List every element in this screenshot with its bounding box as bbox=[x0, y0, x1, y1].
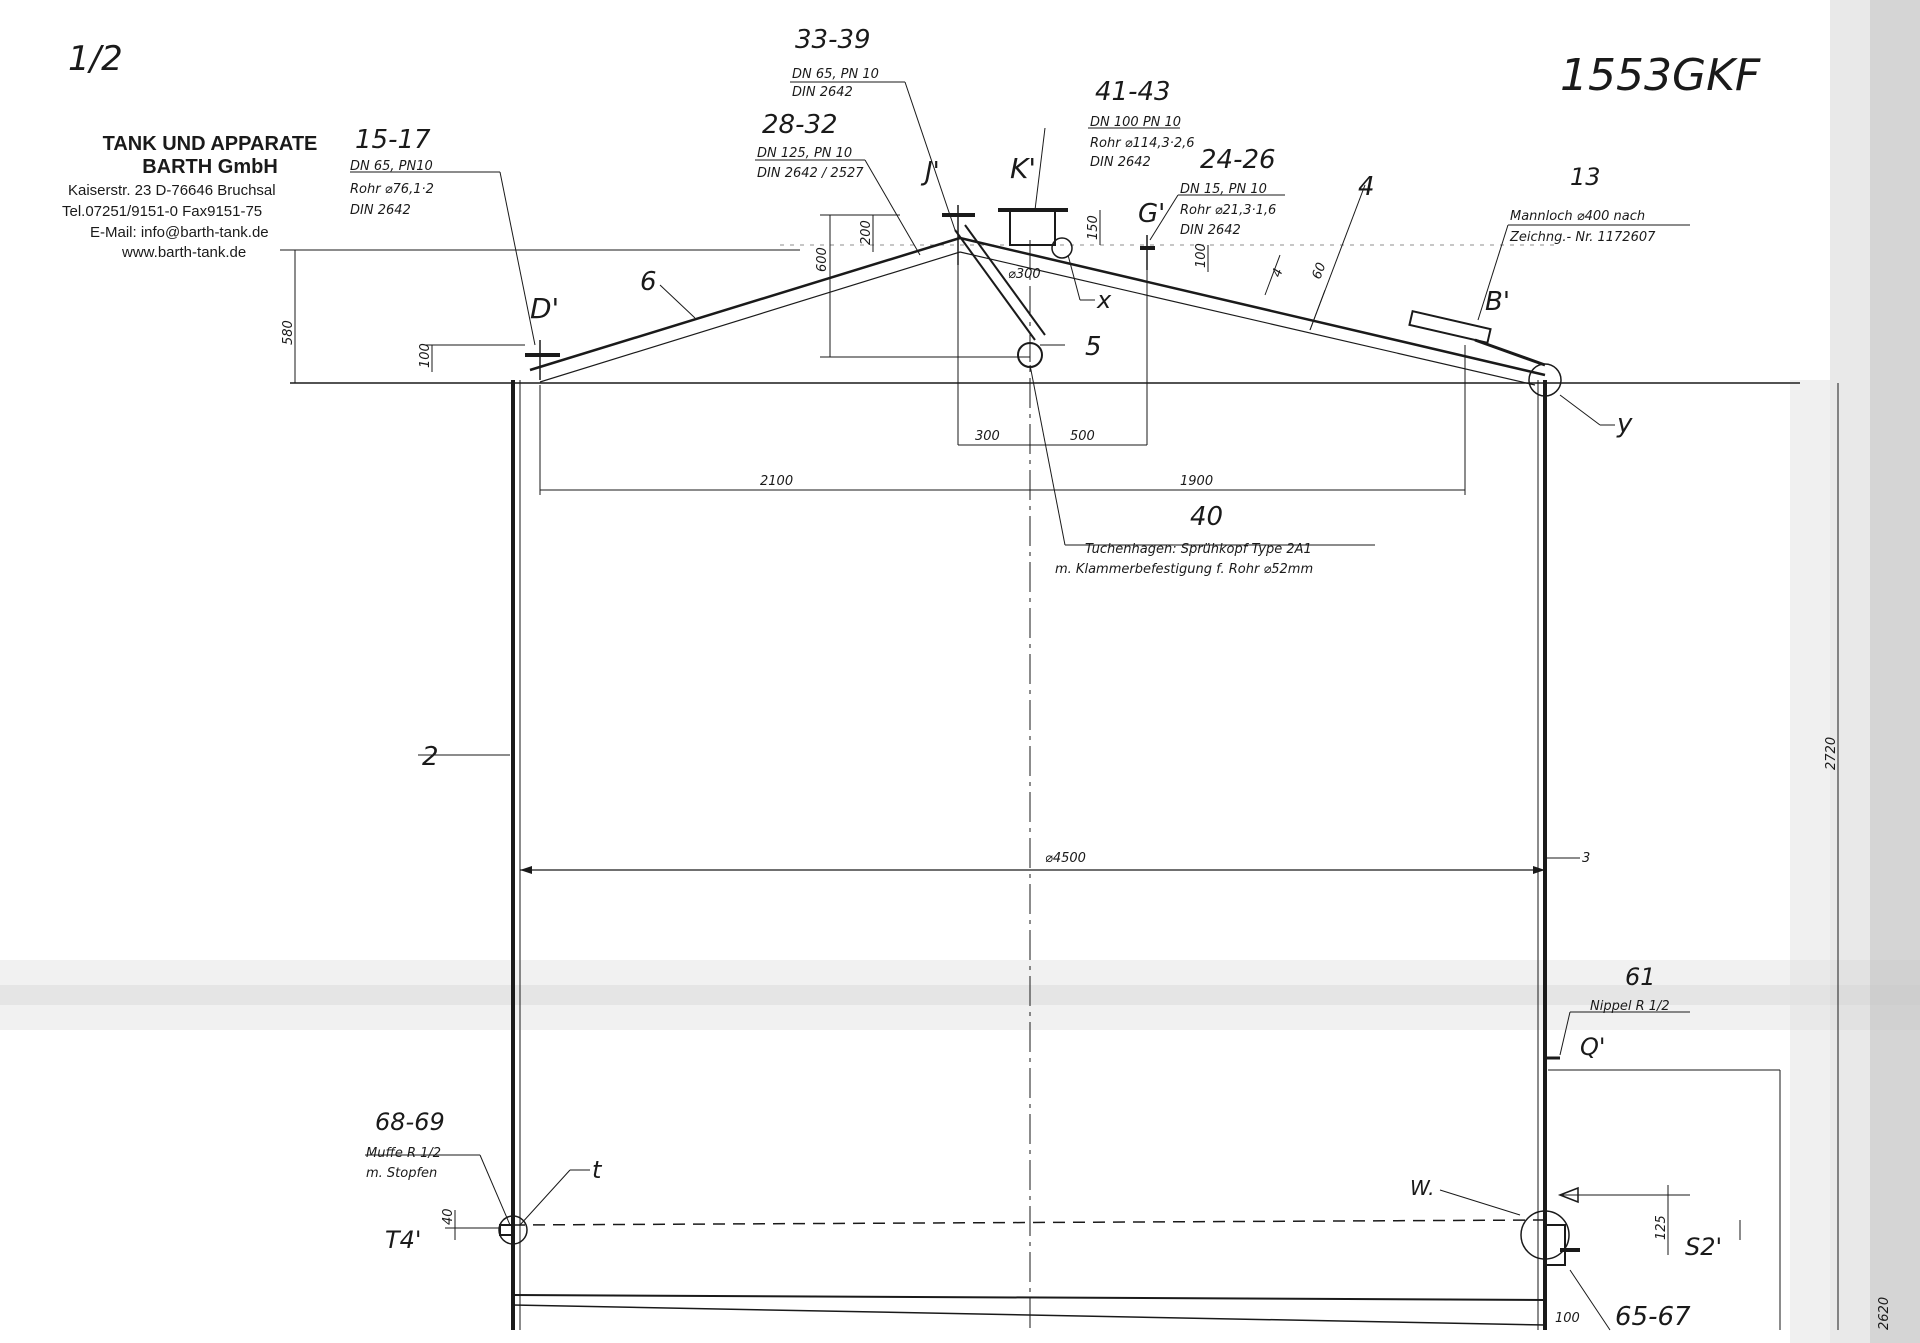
callout-68-69-line2: m. Stopfen bbox=[366, 1166, 437, 1181]
company-web: www.barth-tank.de bbox=[121, 244, 246, 261]
dim-125: 125 bbox=[1654, 1215, 1669, 1240]
callout-40-number: 40 bbox=[1190, 502, 1223, 532]
dim-100-left: 100 bbox=[418, 343, 433, 368]
roof-ticks bbox=[1264, 254, 1326, 331]
marker-T4: T4' bbox=[385, 1226, 422, 1254]
marker-Q: Q' bbox=[1580, 1033, 1606, 1061]
marker-J: J' bbox=[920, 157, 940, 187]
dim-1900: 1900 bbox=[1180, 474, 1213, 489]
part-5: 5 bbox=[1085, 332, 1102, 362]
part-3: 3 bbox=[1582, 851, 1590, 866]
dim-100-g: 100 bbox=[1194, 243, 1209, 268]
drawing-number: 1553GKF bbox=[1560, 50, 1761, 101]
callout-24-26-line3: DIN 2642 bbox=[1180, 223, 1241, 238]
callout-13: 13 Mannloch ⌀400 nach Zeichng.- Nr. 1172… bbox=[1509, 163, 1656, 245]
dim-300: 300 bbox=[975, 429, 1000, 444]
letter-markers: J' K' G' D' B' Q' T4' S2' x y t W. bbox=[385, 152, 1722, 1261]
marker-t: t bbox=[592, 1156, 603, 1184]
callout-40-line1: Tuchenhagen: Sprühkopf Type 2A1 bbox=[1085, 542, 1312, 557]
company-phone: Tel.07251/9151-0 Fax9151-75 bbox=[62, 203, 262, 220]
callout-61-number: 61 bbox=[1625, 963, 1656, 991]
marker-G: G' bbox=[1138, 199, 1165, 229]
dim-2720: 2720 bbox=[1824, 737, 1839, 770]
marker-y: y bbox=[1616, 409, 1633, 439]
callout-13-line2: Zeichng.- Nr. 1172607 bbox=[1509, 230, 1656, 245]
dim-580: 580 bbox=[281, 320, 296, 345]
callout-40: 40 Tuchenhagen: Sprühkopf Type 2A1 m. Kl… bbox=[1055, 502, 1313, 577]
company-name-line1: TANK UND APPARATE bbox=[103, 133, 318, 155]
marker-K: K' bbox=[1010, 152, 1036, 185]
callout-24-26-number: 24-26 bbox=[1200, 145, 1276, 175]
dim-60: 60 bbox=[1310, 261, 1330, 282]
part-6: 6 bbox=[640, 267, 657, 297]
dim-500: 500 bbox=[1070, 429, 1095, 444]
tank-body bbox=[290, 240, 1800, 1330]
dim-300-dia: ⌀300 bbox=[1008, 267, 1041, 282]
marker-D: D' bbox=[530, 292, 559, 325]
callout-33-39-line2: DIN 2642 bbox=[792, 85, 853, 100]
dim-40: 40 bbox=[441, 1208, 456, 1225]
company-name-line2: BARTH GmbH bbox=[142, 156, 278, 178]
dimension-lines bbox=[280, 210, 1839, 1330]
callout-68-69: 68-69 Muffe R 1/2 m. Stopfen bbox=[366, 1108, 445, 1181]
dim-150: 150 bbox=[1086, 215, 1101, 240]
dimension-labels: 580 600 200 150 100 100 ⌀300 300 500 210… bbox=[281, 215, 1892, 1330]
callout-13-line1: Mannloch ⌀400 nach bbox=[1510, 209, 1645, 224]
callout-15-17: 15-17 DN 65, PN10 Rohr ⌀76,1·2 DIN 2642 bbox=[350, 125, 434, 218]
lower-nozzles bbox=[498, 1056, 1781, 1330]
dim-100-bottom: 100 bbox=[1555, 1311, 1580, 1326]
part-numbers: 2 3 4 5 6 bbox=[422, 172, 1590, 866]
callout-13-number: 13 bbox=[1570, 163, 1601, 191]
callout-41-43-number: 41-43 bbox=[1095, 77, 1171, 107]
page-mark: 1/2 bbox=[68, 39, 123, 79]
company-address: Kaiserstr. 23 D-76646 Bruchsal bbox=[68, 182, 276, 199]
callout-41-43: 41-43 DN 100 PN 10 Rohr ⌀114,3·2,6 DIN 2… bbox=[1090, 77, 1195, 170]
marker-S2: S2' bbox=[1685, 1233, 1722, 1261]
dim-200: 200 bbox=[859, 220, 874, 245]
callout-15-17-line1: DN 65, PN10 bbox=[350, 159, 433, 174]
part-2: 2 bbox=[422, 742, 439, 772]
callout-15-17-line3: DIN 2642 bbox=[350, 203, 411, 218]
dim-2100: 2100 bbox=[760, 474, 793, 489]
marker-x: x bbox=[1096, 286, 1112, 314]
callout-40-line2: m. Klammerbefestigung f. Rohr ⌀52mm bbox=[1055, 562, 1313, 577]
callout-65-67-number: 65-67 bbox=[1615, 1302, 1691, 1332]
dim-4500: ⌀4500 bbox=[1045, 851, 1086, 866]
company-email: E-Mail: info@barth-tank.de bbox=[90, 224, 269, 241]
callout-15-17-number: 15-17 bbox=[355, 125, 431, 155]
callout-41-43-line1: DN 100 PN 10 bbox=[1090, 115, 1181, 130]
callout-28-32-line2: DIN 2642 / 2527 bbox=[757, 166, 864, 181]
company-block: TANK UND APPARATE BARTH GmbH Kaiserstr. … bbox=[62, 133, 317, 261]
marker-w: W. bbox=[1410, 1176, 1435, 1200]
callout-68-69-line1: Muffe R 1/2 bbox=[366, 1146, 441, 1161]
marker-B: B' bbox=[1485, 287, 1510, 317]
callout-28-32: 28-32 DN 125, PN 10 DIN 2642 / 2527 bbox=[757, 110, 864, 181]
callout-61: 61 Nippel R 1/2 bbox=[1590, 963, 1670, 1014]
callout-33-39-line1: DN 65, PN 10 bbox=[792, 67, 879, 82]
callout-28-32-number: 28-32 bbox=[762, 110, 838, 140]
tank-roof bbox=[525, 205, 1562, 397]
dim-4: 4 bbox=[1270, 266, 1287, 279]
callout-28-32-line1: DN 125, PN 10 bbox=[757, 146, 852, 161]
dim-600: 600 bbox=[815, 247, 830, 272]
callout-41-43-line3: DIN 2642 bbox=[1090, 155, 1151, 170]
callout-24-26-line1: DN 15, PN 10 bbox=[1180, 182, 1267, 197]
callout-24-26-line2: Rohr ⌀21,3·1,6 bbox=[1180, 203, 1276, 218]
callout-24-26: 24-26 DN 15, PN 10 Rohr ⌀21,3·1,6 DIN 26… bbox=[1180, 145, 1276, 238]
dim-2620: 2620 bbox=[1877, 1297, 1892, 1330]
callout-41-43-line2: Rohr ⌀114,3·2,6 bbox=[1090, 136, 1195, 151]
callout-61-line1: Nippel R 1/2 bbox=[1590, 999, 1670, 1014]
callout-33-39: 33-39 DN 65, PN 10 DIN 2642 bbox=[792, 25, 879, 100]
callout-15-17-line2: Rohr ⌀76,1·2 bbox=[350, 182, 434, 197]
callout-68-69-number: 68-69 bbox=[375, 1108, 445, 1136]
part-4: 4 bbox=[1358, 172, 1375, 202]
callout-33-39-number: 33-39 bbox=[795, 25, 871, 55]
